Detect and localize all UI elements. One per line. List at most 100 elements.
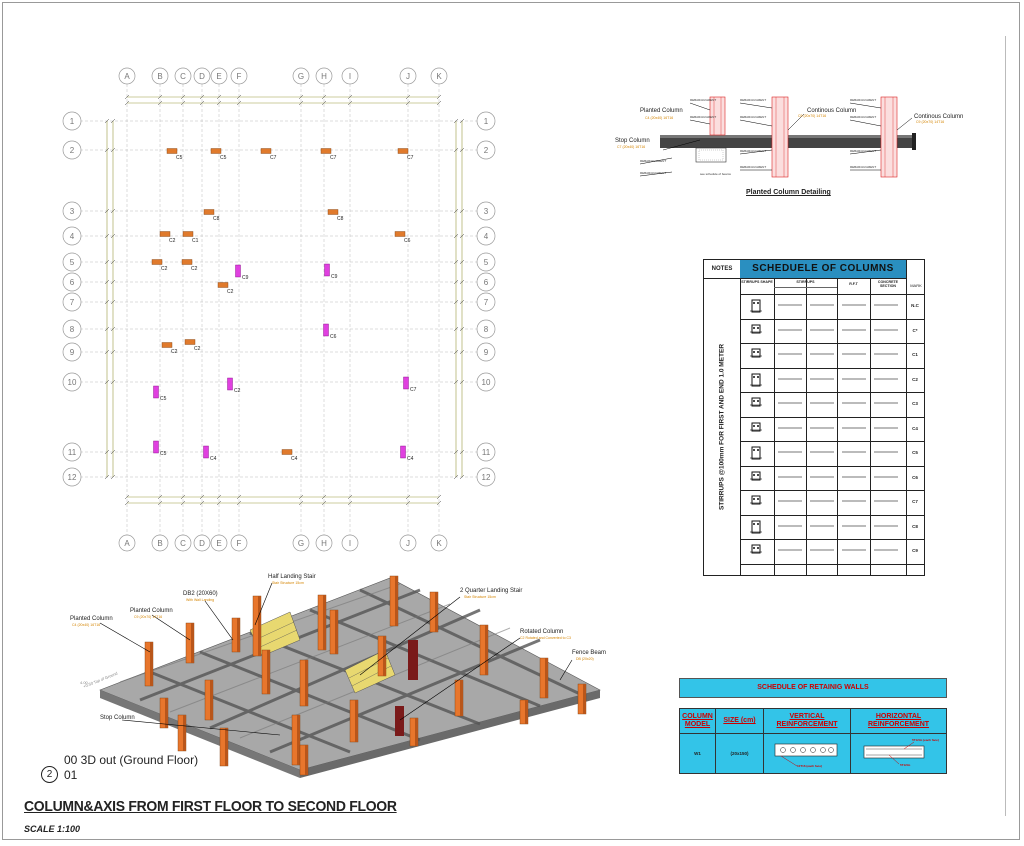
schedule-col-line bbox=[906, 278, 907, 575]
schedule-col-line bbox=[740, 278, 741, 575]
plan-column bbox=[324, 263, 330, 277]
plan-column bbox=[235, 264, 241, 278]
grid-number-5: 5 bbox=[70, 258, 75, 267]
schedule-mark-C5: C5 bbox=[912, 450, 918, 456]
grid-number-3: 3 bbox=[484, 207, 489, 216]
schedule-cell-value bbox=[874, 377, 898, 380]
plan-column-tag: C8 bbox=[213, 216, 220, 222]
grid-number-6: 6 bbox=[484, 278, 489, 287]
grid-number-7: 7 bbox=[484, 298, 489, 307]
schedule-cell-value bbox=[778, 377, 802, 380]
grid-number-8: 8 bbox=[70, 325, 75, 334]
grid-number-7: 7 bbox=[70, 298, 75, 307]
schedule-cell-value bbox=[778, 402, 802, 405]
grid-letter-J: J bbox=[406, 539, 410, 548]
stirrup-shape-icon bbox=[748, 396, 766, 410]
schedule-cell-value bbox=[778, 500, 802, 503]
plan-column-tag: C2 bbox=[194, 346, 201, 352]
schedule-cell-value bbox=[778, 451, 802, 454]
schedule-cell-value bbox=[842, 402, 866, 405]
grid-letter-G: G bbox=[298, 72, 304, 81]
sheet-title: COLUMN&AXIS FROM FIRST FLOOR TO SECOND F… bbox=[24, 798, 397, 815]
schedule-cell-value bbox=[842, 328, 866, 331]
schedule-title: SCHEDUELE OF COLUMNS bbox=[740, 260, 906, 279]
schedule-cell-value bbox=[874, 426, 898, 429]
schedule-cell-value bbox=[874, 328, 898, 331]
plan-column bbox=[153, 440, 159, 454]
plan-column bbox=[227, 377, 233, 391]
plan-column-tag: C6 bbox=[330, 334, 337, 340]
plan-column-tag: C5 bbox=[160, 451, 167, 457]
grid-letter-H: H bbox=[321, 72, 327, 81]
schedule-cell-value bbox=[842, 500, 866, 503]
schedule-row-line bbox=[740, 441, 924, 442]
schedule-cell-value bbox=[778, 353, 802, 356]
schedule-row-line bbox=[740, 490, 924, 491]
svg-text:5T12/m: 5T12/m bbox=[900, 763, 911, 767]
schedule-cell-value bbox=[810, 475, 834, 478]
stirrup-shape-icon bbox=[748, 298, 766, 313]
schedule-mark-C6: C6 bbox=[912, 474, 918, 480]
schedule-cell-value bbox=[874, 304, 898, 307]
grid-letter-K: K bbox=[436, 539, 442, 548]
schedule-row-line bbox=[774, 287, 837, 288]
stirrup-shape-icon bbox=[748, 494, 766, 508]
grid-letter-B: B bbox=[157, 72, 162, 81]
stirrup-shape-icon bbox=[748, 445, 766, 460]
plan-column-tag: C7 bbox=[410, 387, 417, 393]
plan-column-tag: C5 bbox=[160, 396, 167, 402]
plan-column bbox=[166, 148, 178, 154]
detail-title: Planted Column Detailing bbox=[746, 189, 831, 196]
grid-number-5: 5 bbox=[484, 258, 489, 267]
schedule-mark-C*: C* bbox=[912, 327, 918, 333]
schedule-mark-C7: C7 bbox=[912, 499, 918, 505]
stirrup-shape-icon bbox=[748, 347, 766, 361]
schedule-cell-value bbox=[810, 402, 834, 405]
sheet-scale: SCALE 1:100 bbox=[24, 824, 81, 834]
grid-number-10: 10 bbox=[482, 378, 491, 387]
schedule-row-line bbox=[740, 278, 906, 279]
schedule-cell-value bbox=[810, 328, 834, 331]
grid-number-11: 11 bbox=[68, 448, 77, 457]
plan-column bbox=[397, 148, 409, 154]
grid-letter-E: E bbox=[216, 539, 221, 548]
grid-number-3: 3 bbox=[70, 207, 75, 216]
plan-column-tag: C2 bbox=[234, 388, 241, 394]
schedule-cell-value bbox=[874, 549, 898, 552]
grid-number-4: 4 bbox=[70, 232, 75, 241]
schedule-row-line bbox=[740, 318, 924, 320]
plan-column-tag: C2 bbox=[171, 349, 178, 355]
plan-column bbox=[203, 445, 209, 459]
plan-column-tag: C9 bbox=[242, 275, 249, 281]
stirrup-shape-icon bbox=[748, 372, 766, 386]
schedule-mark-C8: C8 bbox=[912, 523, 918, 529]
stirrup-shape-icon bbox=[748, 323, 766, 337]
schedule-row-line bbox=[740, 392, 924, 393]
grid-number-12: 12 bbox=[68, 473, 77, 482]
schedule-cell-value bbox=[842, 377, 866, 380]
plan-column bbox=[320, 148, 332, 154]
plan-column-tag: C4 bbox=[291, 456, 298, 462]
grid-letter-F: F bbox=[237, 539, 242, 548]
schedule-cell-value bbox=[874, 402, 898, 405]
stirrup-shape-icon bbox=[748, 543, 766, 557]
grid-letter-I: I bbox=[349, 539, 351, 548]
plan-column bbox=[400, 445, 406, 459]
schedule-cell-value bbox=[778, 524, 802, 527]
rw-model: W1 bbox=[680, 734, 716, 773]
plan-column bbox=[217, 282, 229, 288]
schedule-col-line bbox=[870, 278, 871, 575]
schedule-cell-value bbox=[842, 549, 866, 552]
notes-header: NOTES bbox=[704, 260, 741, 279]
retaining-walls-title: SCHEDULE OF RETAINIG WALLS bbox=[679, 678, 947, 698]
plan-column-tag: C7 bbox=[270, 155, 277, 161]
grid-letter-H: H bbox=[321, 539, 327, 548]
grid-letter-A: A bbox=[124, 72, 130, 81]
schedule-row-line bbox=[740, 539, 924, 540]
schedule-cell-value bbox=[810, 451, 834, 454]
schedule-mark-C1: C1 bbox=[912, 352, 918, 358]
grid-number-9: 9 bbox=[70, 348, 75, 357]
plan-column bbox=[394, 231, 406, 237]
grid-letter-C: C bbox=[180, 72, 186, 81]
rw-size-header: SIZE (cm) bbox=[716, 709, 764, 734]
